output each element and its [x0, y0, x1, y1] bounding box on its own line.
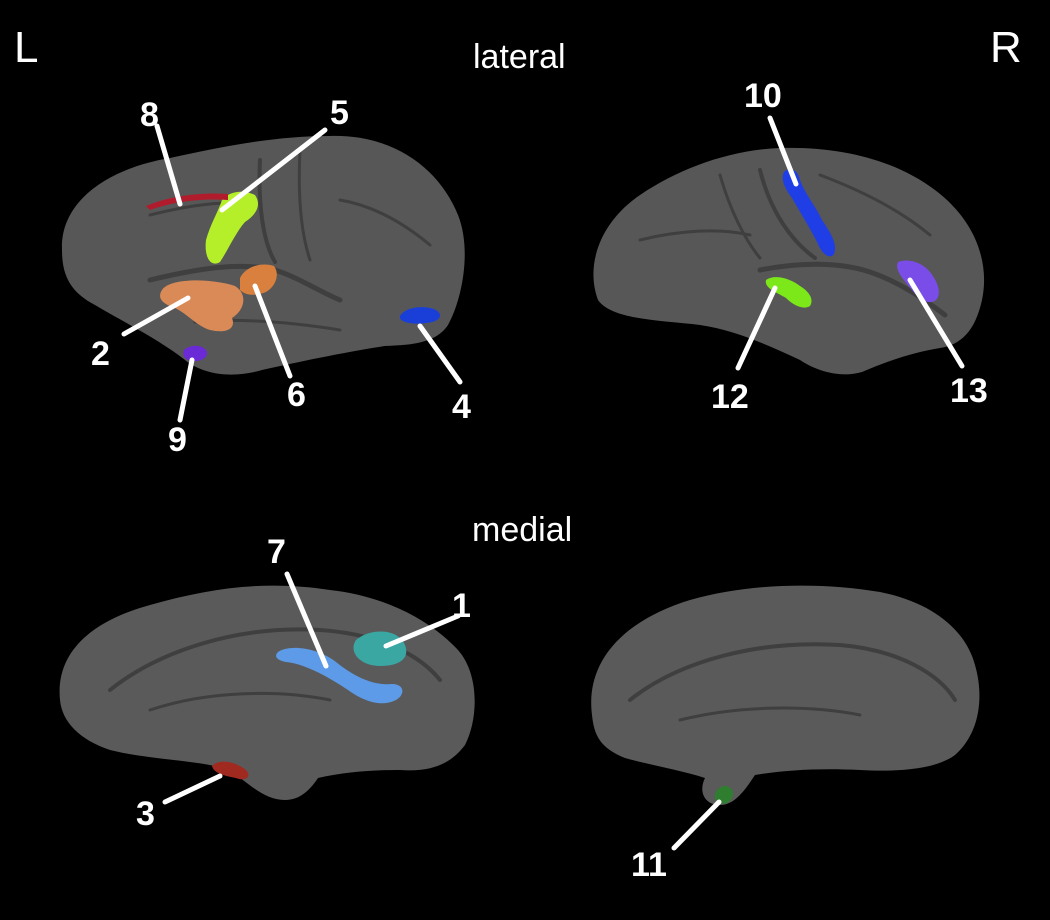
region-label-3: 3 [136, 795, 155, 833]
leader-line-1 [383, 613, 461, 649]
region-2-patch [160, 280, 244, 332]
leader-line-13 [907, 277, 965, 369]
leader-line-10 [767, 115, 799, 187]
region-label-12: 12 [711, 378, 749, 416]
leader-line-4 [417, 323, 463, 385]
leader-line-7 [284, 571, 329, 669]
left-hemisphere-label: L [14, 23, 38, 72]
region-6-patch [240, 264, 277, 295]
region-8-patch [146, 193, 228, 210]
region-12-patch [765, 277, 812, 308]
leader-line-2 [121, 295, 191, 337]
region-1-patch [353, 631, 407, 666]
region-3-patch [212, 761, 249, 780]
region-label-4: 4 [452, 388, 471, 426]
region-label-5: 5 [330, 94, 349, 132]
region-label-2: 2 [91, 335, 110, 373]
region-label-8: 8 [140, 96, 159, 134]
region-label-9: 9 [168, 421, 187, 459]
region-5-patch [205, 191, 259, 264]
region-13-patch [897, 260, 939, 303]
lateral-view-title: lateral [473, 38, 566, 76]
region-10-patch [782, 169, 836, 257]
region-label-1: 1 [452, 587, 471, 625]
leader-line-9 [177, 357, 195, 423]
region-9-patch [183, 345, 208, 362]
leader-line-5 [219, 127, 328, 213]
region-label-10: 10 [744, 77, 782, 115]
medial-view-title: medial [472, 511, 572, 549]
right-hemisphere-label: R [990, 23, 1022, 72]
region-label-7: 7 [267, 533, 286, 571]
leader-line-11 [671, 799, 722, 851]
leader-line-6 [252, 283, 293, 379]
leader-line-3 [162, 773, 223, 805]
region-label-13: 13 [950, 372, 988, 410]
leader-line-8 [154, 123, 183, 207]
region-7-patch [276, 647, 403, 704]
region-4-patch [399, 307, 441, 324]
region-label-11: 11 [631, 846, 667, 884]
region-label-6: 6 [287, 376, 306, 414]
region-11-patch [714, 786, 734, 804]
right-medial-hemisphere [591, 585, 980, 805]
leader-line-12 [735, 285, 778, 371]
